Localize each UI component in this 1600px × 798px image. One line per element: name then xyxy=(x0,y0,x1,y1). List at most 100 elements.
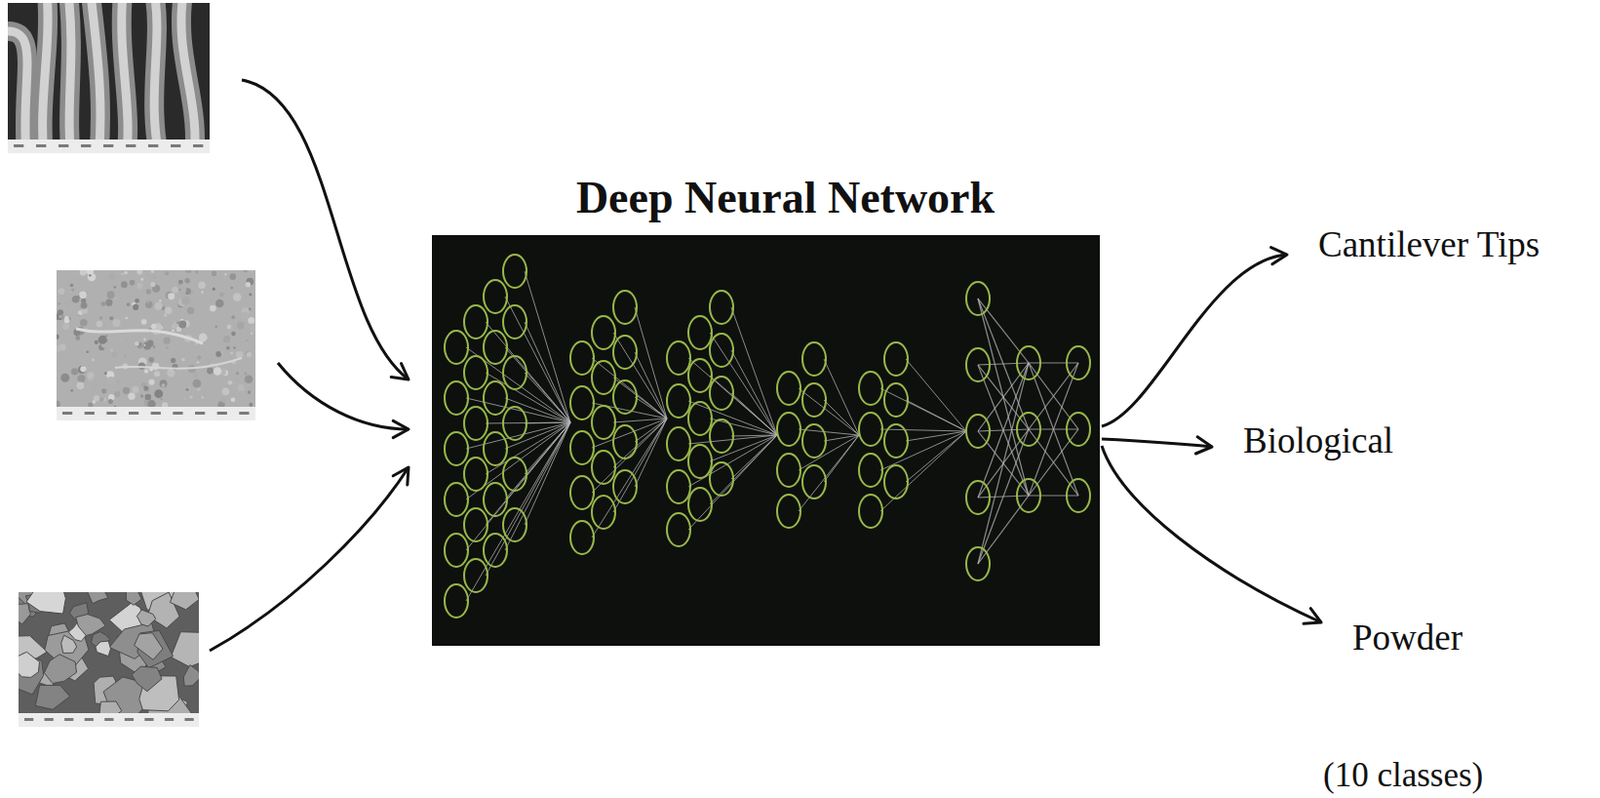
scale-mark xyxy=(170,144,181,148)
surface-grain xyxy=(112,318,120,327)
powder-grain xyxy=(131,665,162,692)
surface-grain xyxy=(105,299,113,307)
network-unit xyxy=(464,305,488,339)
scale-mark xyxy=(62,411,73,415)
network-unit xyxy=(777,371,801,405)
network-unit xyxy=(570,341,594,375)
network-unit xyxy=(483,330,508,364)
network-link xyxy=(731,307,778,435)
network-unit xyxy=(688,358,712,392)
surface-grain xyxy=(245,281,251,287)
surface-grain xyxy=(231,396,236,402)
surface-grain xyxy=(80,302,88,310)
network-unit xyxy=(884,424,908,458)
surface-grain xyxy=(241,312,249,319)
surface-grain xyxy=(87,401,93,407)
network-link xyxy=(1028,429,1079,496)
surface-grain xyxy=(144,393,152,401)
surface-grain xyxy=(69,299,73,303)
surface-grain xyxy=(126,302,131,307)
class-label-node: Powder xyxy=(1319,617,1463,660)
network-link xyxy=(1028,361,1079,363)
surface-grain xyxy=(95,320,103,328)
surface-grain xyxy=(143,385,149,391)
network-unit xyxy=(613,290,637,324)
scale-mark xyxy=(184,717,194,721)
surface-grain xyxy=(94,340,99,345)
surface-grain xyxy=(114,297,117,300)
scale-mark xyxy=(44,717,54,721)
sem-fibers-image xyxy=(0,0,210,169)
network-unit xyxy=(709,290,734,324)
arrow-head xyxy=(390,363,409,380)
input-arrow xyxy=(277,362,409,430)
network-unit xyxy=(666,341,691,375)
network-link xyxy=(731,350,778,435)
class-name: Powder xyxy=(1352,617,1463,660)
surface-grain xyxy=(228,380,234,386)
surface-grain xyxy=(53,334,59,340)
network-link xyxy=(880,429,967,431)
arrow-head xyxy=(1271,247,1288,265)
scale-mark xyxy=(125,144,136,148)
surface-grain xyxy=(176,320,180,324)
surface-grain xyxy=(79,268,87,275)
surface-grain xyxy=(140,393,144,397)
surface-grain xyxy=(246,351,252,357)
surface-grain xyxy=(111,351,118,358)
surface-grain xyxy=(215,351,222,357)
surface-grain xyxy=(213,366,222,375)
network-unit xyxy=(1066,346,1091,380)
surface-grain xyxy=(248,292,252,296)
network-link xyxy=(485,321,571,423)
network-drawing xyxy=(444,254,1091,618)
surface-grain xyxy=(154,302,162,311)
surface-grain xyxy=(153,274,157,279)
network-link xyxy=(1028,494,1079,496)
network-unit xyxy=(966,414,990,448)
scale-strip xyxy=(18,712,199,727)
scale-mark xyxy=(106,411,117,415)
surface-grain xyxy=(195,387,200,391)
surface-grain xyxy=(249,323,259,333)
network-unit xyxy=(802,342,826,376)
surface-grain xyxy=(108,273,116,280)
network-unit xyxy=(1066,478,1091,512)
network-unit xyxy=(666,512,691,547)
network-link xyxy=(613,418,667,512)
surface-grain xyxy=(162,336,170,344)
surface-grain xyxy=(144,386,151,392)
surface-grain xyxy=(77,381,85,390)
surface-grain xyxy=(178,279,184,285)
network-unit xyxy=(688,487,712,521)
network-unit xyxy=(464,406,488,440)
network-unit xyxy=(666,427,691,461)
network-link xyxy=(591,418,667,493)
network-unit xyxy=(570,430,594,465)
surface-grain xyxy=(165,346,169,350)
network-link xyxy=(798,429,859,435)
network-unit xyxy=(858,494,883,528)
scale-mark xyxy=(104,717,114,721)
network-link xyxy=(591,418,667,448)
network-links xyxy=(466,271,1079,601)
arrow-head xyxy=(1303,608,1322,625)
network-unit xyxy=(503,305,527,339)
surface-grain xyxy=(150,281,156,287)
surface-grain xyxy=(120,338,124,342)
surface-grain xyxy=(226,346,231,351)
network-unit xyxy=(591,405,616,439)
surface-grain xyxy=(129,279,136,286)
network-link xyxy=(1028,362,1079,430)
network-link xyxy=(485,422,571,474)
surface-grain xyxy=(206,357,212,363)
surface-grain xyxy=(70,389,74,392)
surface-grain xyxy=(229,273,236,280)
surface-grain xyxy=(233,346,236,350)
surface-grain xyxy=(221,397,227,403)
surface-grain xyxy=(197,280,205,288)
scale-mark xyxy=(36,144,46,148)
surface-grain xyxy=(107,376,116,385)
